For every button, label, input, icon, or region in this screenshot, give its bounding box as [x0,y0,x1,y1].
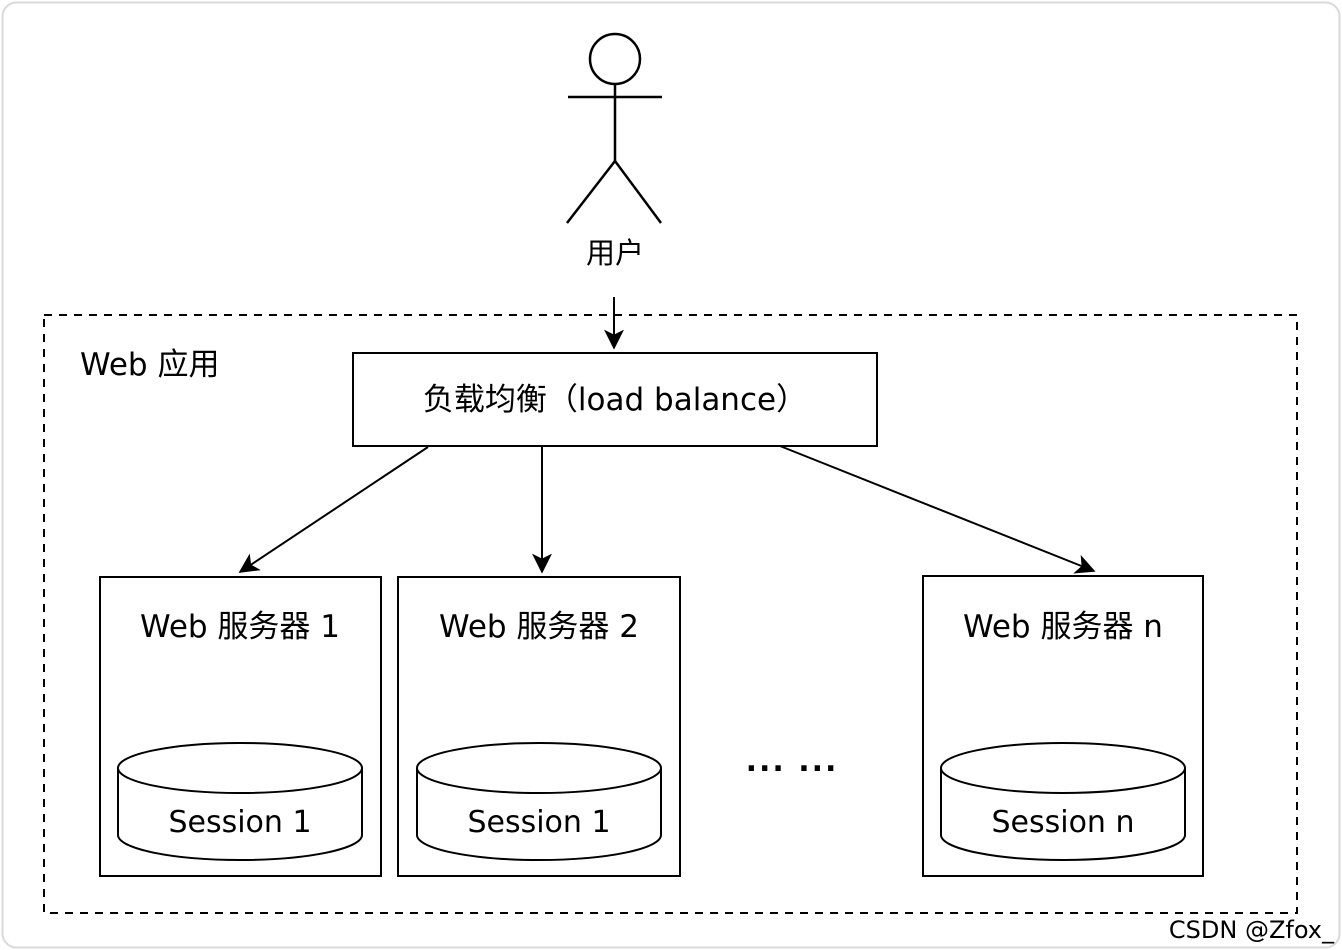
server-2-session-label: Session 1 [467,805,610,840]
actor-left-leg-icon [566,160,616,224]
actor-label: 用户 [586,236,644,270]
server-n-session-cylinder-top [940,742,1186,794]
server-1-group: Web 服务器 1 Session 1 [99,576,382,877]
server-2-session-cylinder-top [416,742,662,794]
arrow-lb-to-server-1 [238,446,429,573]
server-2-label: Web 服务器 2 [439,609,639,645]
load-balancer-label: 负载均衡（load balance） [423,382,807,418]
server-n-session-cylinder-body [940,768,1186,861]
web-app-container-label: Web 应用 [80,347,219,383]
load-balancer-box [352,352,878,447]
server-1-session-cylinder-body [117,768,363,861]
server-n-label: Web 服务器 n [963,609,1163,645]
actor-head-icon [588,32,642,86]
server-2-group: Web 服务器 2 Session 1 [397,576,681,877]
actor-right-leg-icon [613,160,663,224]
watermark-label: CSDN @Zfox_ [1169,916,1335,944]
server-n-session-label: Session n [991,805,1134,840]
actor-user-figure: 用户 [566,32,663,270]
server-1-label: Web 服务器 1 [140,609,340,645]
servers-ellipsis-label: ... ... [746,744,839,779]
server-1-session-cylinder-top [117,742,363,794]
web-app-container-box [43,314,1298,914]
server-2-session-cylinder-body [416,768,662,861]
arrow-lb-to-server-n [779,445,1096,574]
server-1-session-label: Session 1 [168,805,311,840]
server-n-group: Web 服务器 n Session n [922,575,1204,877]
